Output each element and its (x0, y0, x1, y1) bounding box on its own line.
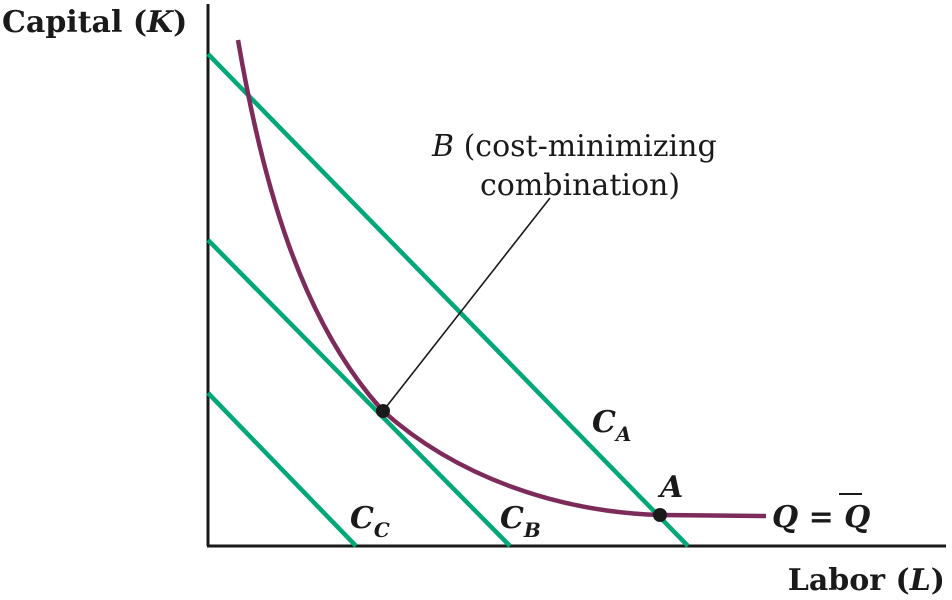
x-axis-title: Labor (L) (788, 563, 945, 598)
point-a-label: A (657, 470, 683, 505)
annotation-line-1: B (cost-minimizing (431, 129, 717, 164)
point-b-cost-minimizing (376, 404, 390, 418)
isocost-line-ca (206, 52, 690, 548)
point-a (653, 508, 667, 522)
isoquant-curve (235, 39, 767, 519)
annotation-leader-line (382, 197, 551, 412)
isocost-label-ca: CA (592, 405, 631, 446)
y-axis-title: Capital (K) (2, 5, 187, 40)
isocost-line-cb (206, 238, 512, 548)
isoquant-label: Q = Q (772, 500, 870, 535)
annotation-line-2: combination) (480, 168, 680, 203)
isocost-line-cc (206, 391, 358, 548)
isocost-label-cc: CC (350, 501, 390, 542)
isocost-label-cb: CB (500, 501, 541, 542)
